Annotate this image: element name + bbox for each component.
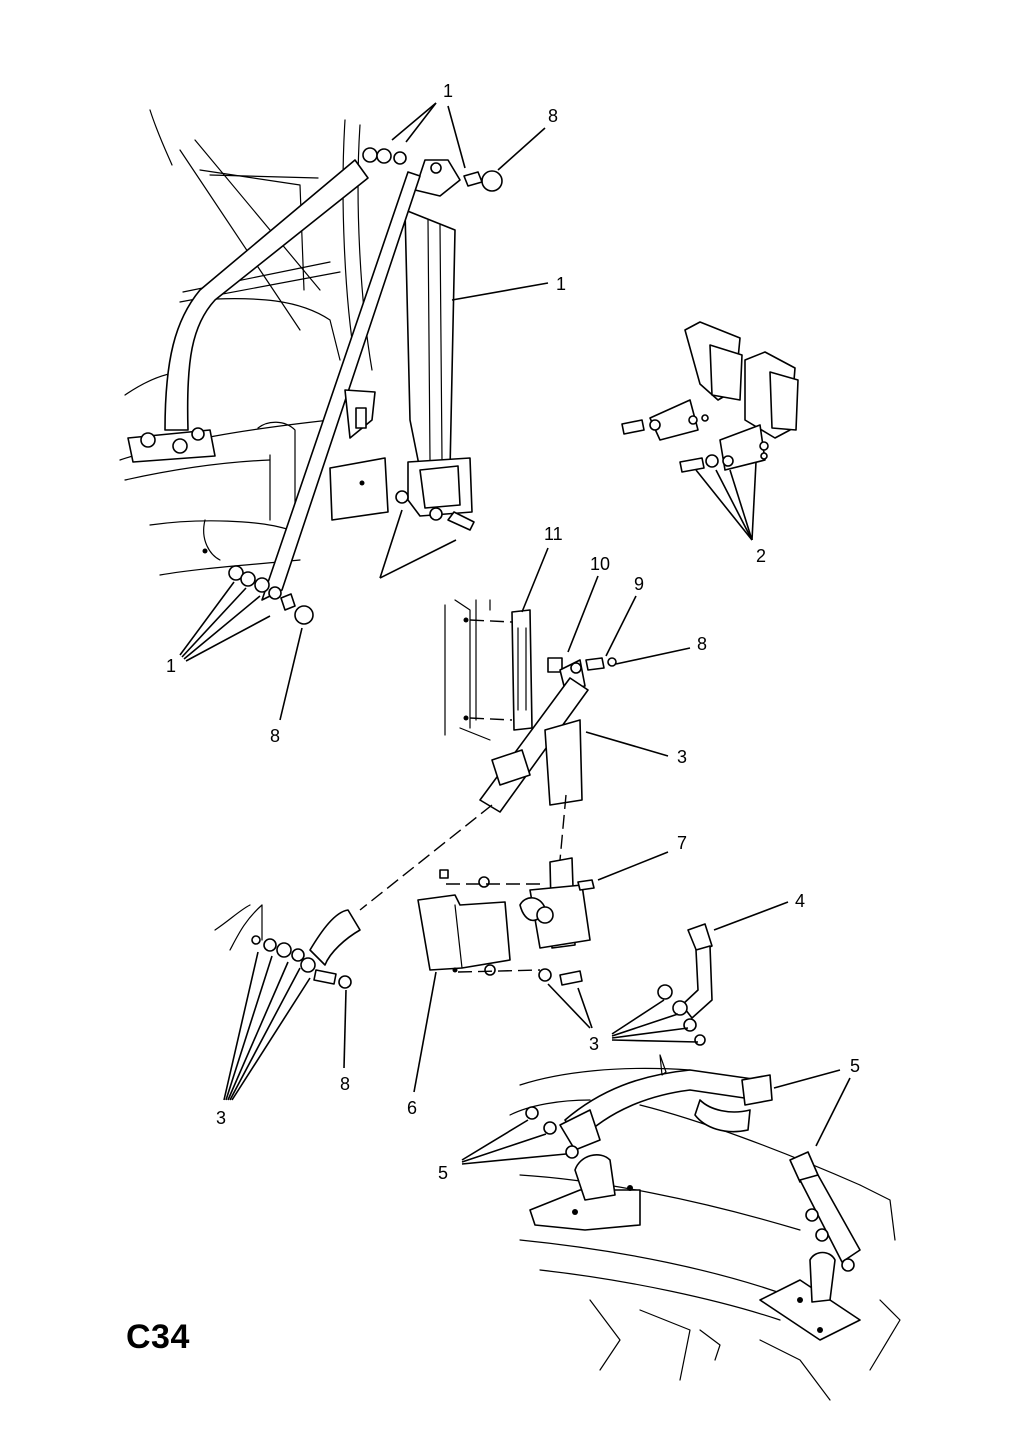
callout-4: 4	[795, 891, 805, 911]
callout-3-left: 3	[216, 1108, 226, 1128]
callout-7: 7	[677, 833, 687, 853]
buckle-stalk-assembly	[657, 923, 713, 1046]
side-anchor-assembly	[214, 904, 361, 989]
callout-9: 9	[634, 574, 644, 594]
page-code: C34	[126, 1318, 190, 1356]
callout-1-bottom: 1	[166, 656, 176, 676]
callout-labels: 1 8 1 1 8 2 11 10 9 8 3 7 4 3 8 6 3 5 5	[166, 81, 860, 1183]
callout-8-left: 8	[270, 726, 280, 746]
callout-8-mid: 8	[697, 634, 707, 654]
callout-1-right: 1	[556, 274, 566, 294]
callout-8-top: 8	[548, 106, 558, 126]
callout-5-right: 5	[850, 1056, 860, 1076]
callout-2: 2	[756, 546, 766, 566]
callout-5-left: 5	[438, 1163, 448, 1183]
callout-11: 11	[544, 524, 563, 544]
callout-8-lower: 8	[340, 1074, 350, 1094]
rear-retractor-assembly	[417, 857, 595, 986]
callout-3-mid: 3	[677, 747, 687, 767]
callout-1-top: 1	[443, 81, 453, 101]
leader-lines	[179, 102, 851, 1165]
callout-6: 6	[407, 1098, 417, 1118]
callout-3-center: 3	[589, 1034, 599, 1054]
callout-10: 10	[590, 554, 610, 574]
rear-floor-assembly	[509, 1054, 901, 1401]
height-adjuster-assembly	[359, 599, 617, 911]
buckle-pair-assembly	[621, 321, 799, 473]
front-belt-assembly	[119, 109, 503, 625]
